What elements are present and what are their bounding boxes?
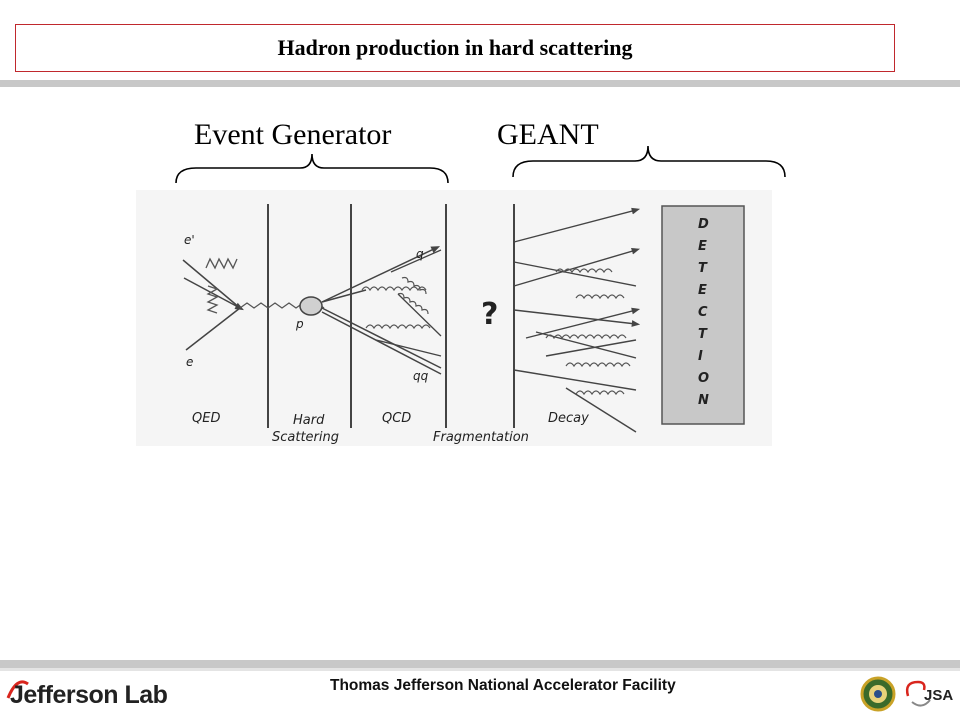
decay-photons: [545, 268, 631, 396]
detection-letter: D: [698, 217, 709, 232]
title-divider: [0, 80, 960, 87]
section-braces: [175, 145, 786, 184]
doe-seal-icon: [860, 676, 896, 712]
label-p: p: [295, 317, 304, 331]
detection-letter: T: [698, 327, 708, 342]
jsa-logo-icon: JSA: [905, 680, 953, 707]
stage-decay: Decay: [548, 411, 589, 426]
label-q: q: [416, 247, 424, 261]
slide-title-box: Hadron production in hard scattering: [15, 24, 895, 72]
electron-lines: [182, 259, 244, 351]
label-e: e: [186, 355, 193, 369]
detection-letter: I: [698, 349, 703, 364]
detection-letter: T: [698, 261, 708, 276]
stage-fragmentation: Fragmentation: [433, 430, 529, 445]
qcd-gluons: [361, 276, 431, 330]
jefferson-lab-logo-icon: [6, 680, 29, 699]
detector-box: [661, 205, 745, 425]
geant-brace: [512, 145, 786, 178]
event-generator-label: Event Generator: [194, 118, 392, 151]
detection-letter: N: [698, 393, 709, 408]
label-qq: qq: [413, 369, 429, 383]
outgoing-partons: [321, 246, 442, 375]
question-mark: ?: [481, 297, 498, 332]
stage-hard: Hard: [293, 413, 325, 428]
jefferson-lab-logo-text: Jefferson Lab: [10, 681, 168, 709]
footer-divider-light: [0, 668, 960, 671]
detection-letter: E: [698, 239, 707, 254]
geant-label: GEANT: [497, 118, 599, 151]
stage-qcd: QCD: [382, 411, 411, 426]
event-generator-brace: [175, 153, 449, 184]
stage-scattering: Scattering: [272, 430, 339, 445]
detection-letter: E: [698, 283, 707, 298]
hadron-production-diagram: ? e' e q p qq QED Hard Scattering QCD Fr…: [136, 190, 772, 446]
detection-letter: C: [698, 305, 708, 320]
detection-letter: O: [698, 371, 709, 386]
fragmentation-lines: [375, 249, 442, 357]
slide-title: Hadron production in hard scattering: [277, 35, 633, 60]
stage-qed: QED: [192, 411, 220, 426]
label-e-prime: e': [184, 233, 195, 247]
hard-scatter-vertex: [299, 296, 323, 316]
facility-name: Thomas Jefferson National Accelerator Fa…: [330, 677, 676, 694]
jsa-text: JSA: [924, 687, 953, 704]
footer-divider: [0, 660, 960, 668]
